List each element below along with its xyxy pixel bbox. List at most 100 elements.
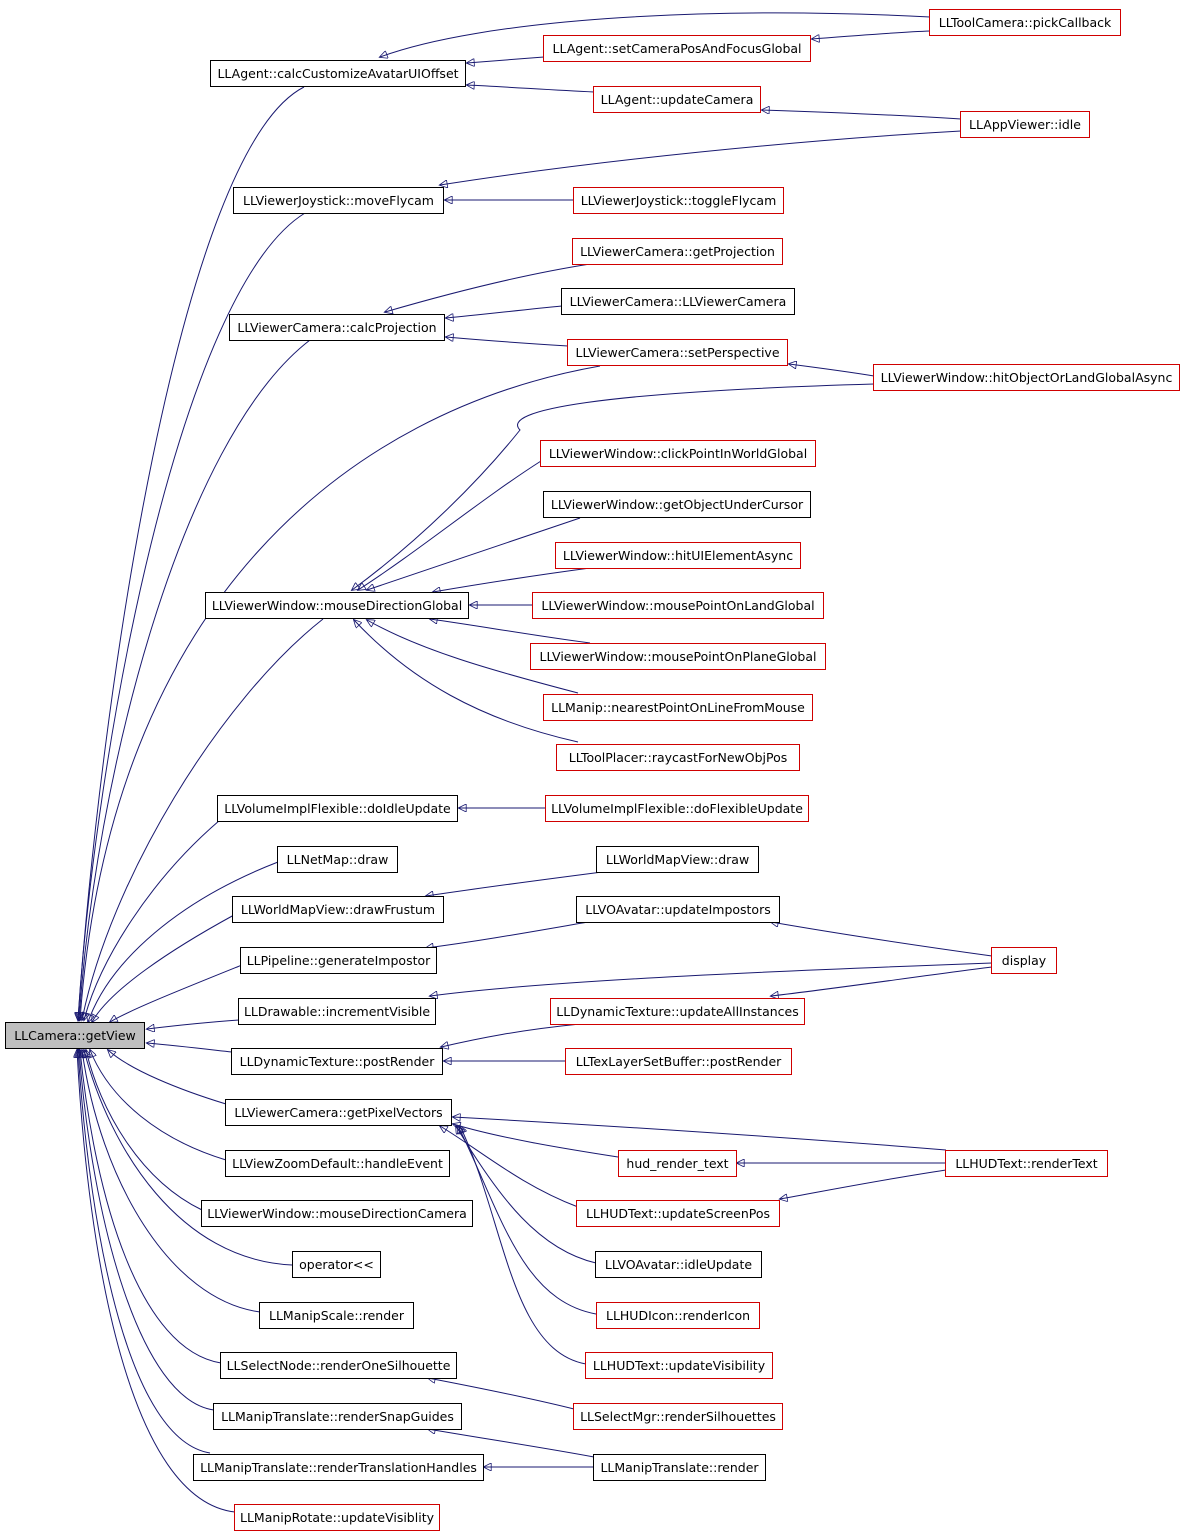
edge-toolcam-to-setcam — [812, 30, 931, 39]
edge-nearest-to-mousedir — [367, 620, 579, 694]
node-vwin-mouseplane[interactable]: LLViewerWindow::mousePointOnPlaneGlobal — [530, 643, 826, 670]
edge-plane-to-mousedir — [430, 619, 591, 644]
node-vcam-calcproj[interactable]: LLViewerCamera::calcProjection — [229, 314, 445, 341]
edge-hudvis-to-pixel — [460, 1126, 587, 1365]
node-texlayer-post[interactable]: LLTexLayerSetBuffer::postRender — [565, 1048, 792, 1075]
edge-agent-calc — [78, 86, 305, 1020]
edge-placer-to-mousedir — [354, 620, 579, 743]
node-hudicon-render[interactable]: LLHUDIcon::renderIcon — [596, 1302, 760, 1329]
node-hudtext-vis[interactable]: LLHUDText::updateVisibility — [585, 1352, 773, 1379]
node-hudtext-screenpos[interactable]: LLHUDText::updateScreenPos — [576, 1200, 780, 1227]
edge-joystick-move — [78, 212, 306, 1020]
node-vcam-getproj[interactable]: LLViewerCamera::getProjection — [572, 238, 783, 265]
node-joystick-move[interactable]: LLViewerJoystick::moveFlycam — [233, 187, 444, 214]
edge-voidle-to-pixel — [456, 1126, 597, 1264]
node-appviewer-idle[interactable]: LLAppViewer::idle — [960, 111, 1090, 138]
node-zoom-handle[interactable]: LLViewZoomDefault::handleEvent — [225, 1150, 450, 1177]
node-selectmgr[interactable]: LLSelectMgr::renderSilhouettes — [573, 1403, 783, 1430]
node-toolplacer[interactable]: LLToolPlacer::raycastForNewObjPos — [556, 744, 800, 771]
node-vol-idle[interactable]: LLVolumeImplFlexible::doIdleUpdate — [217, 795, 458, 822]
node-selectnode[interactable]: LLSelectNode::renderOneSilhouette — [220, 1352, 457, 1379]
node-vcam-ctor[interactable]: LLViewerCamera::LLViewerCamera — [561, 288, 795, 315]
node-llcamera-getview[interactable]: LLCamera::getView — [5, 1022, 145, 1049]
edge-drawable-inc — [147, 1019, 240, 1029]
edge-impostors-to-generate — [426, 921, 589, 948]
edge-worldmap-frustum — [92, 914, 235, 1022]
edge-vwin-mousedir — [82, 618, 324, 1020]
node-netmap-draw[interactable]: LLNetMap::draw — [277, 846, 398, 873]
edge-operator — [84, 1050, 293, 1266]
node-pipeline-impostor[interactable]: LLPipeline::generateImpostor — [240, 947, 437, 974]
edge-update-to-agentcalc — [467, 85, 595, 93]
edge-click-to-mousedir — [358, 460, 542, 590]
node-hudtext-render[interactable]: LLHUDText::renderText — [945, 1150, 1108, 1177]
node-agent-setcam[interactable]: LLAgent::setCameraPosAndFocusGlobal — [543, 35, 811, 62]
edge-vwin-mousecam — [86, 1050, 203, 1211]
node-vwin-hitobj[interactable]: LLViewerWindow::hitObjectOrLandGlobalAsy… — [873, 364, 1180, 391]
node-hud-render-text[interactable]: hud_render_text — [618, 1150, 737, 1177]
node-maniprot-vis[interactable]: LLManipRotate::updateVisiblity — [234, 1504, 440, 1531]
node-vwin-mousedir[interactable]: LLViewerWindow::mouseDirectionGlobal — [205, 592, 469, 619]
edge-toolcam-to-agentcalc — [380, 12, 931, 57]
node-vol-flex[interactable]: LLVolumeImplFlexible::doFlexibleUpdate — [545, 795, 809, 822]
edge-hitobj-to-mousedir — [352, 383, 875, 590]
edge-vol-idle — [84, 819, 221, 1020]
edge-getobj-to-mousedir — [367, 517, 581, 590]
node-vwin-mousecam[interactable]: LLViewerWindow::mouseDirectionCamera — [201, 1200, 473, 1227]
edge-maniptrans-handles — [78, 1050, 211, 1454]
node-agent-update[interactable]: LLAgent::updateCamera — [593, 86, 761, 113]
edge-selectnode — [80, 1050, 222, 1364]
node-drawable-inc[interactable]: LLDrawable::incrementVisible — [238, 998, 436, 1025]
edge-hudrender-to-pixel — [453, 1124, 619, 1158]
edge-selectmgr-to-selectnode — [428, 1378, 575, 1410]
edge-screenpos-to-pixel — [440, 1126, 579, 1208]
edge-updateall-to-post — [441, 1023, 581, 1047]
node-dyntex-updateall[interactable]: LLDynamicTexture::updateAllInstances — [550, 998, 805, 1025]
node-dyntex-post[interactable]: LLDynamicTexture::postRender — [231, 1048, 443, 1075]
edge-idle-to-update — [762, 110, 962, 120]
edge-getproj-to-calcproj — [385, 263, 591, 312]
edge-mtrender-to-snap — [428, 1429, 595, 1458]
node-worldmap-frustum[interactable]: LLWorldMapView::drawFrustum — [232, 896, 444, 923]
node-voavatar-impostors[interactable]: LLVOAvatar::updateImpostors — [576, 896, 780, 923]
edge-manipscale — [82, 1050, 261, 1313]
edge-display-to-drawable — [430, 962, 993, 996]
edge-hitobj-to-setpersp — [789, 364, 875, 377]
node-joystick-toggle[interactable]: LLViewerJoystick::toggleFlycam — [573, 187, 784, 214]
node-maniptrans-snap[interactable]: LLManipTranslate::renderSnapGuides — [213, 1403, 462, 1430]
edge-vcam-calcproj — [79, 339, 311, 1020]
node-maniptrans-handles[interactable]: LLManipTranslate::renderTranslationHandl… — [193, 1454, 484, 1481]
node-vwin-hitui[interactable]: LLViewerWindow::hitUIElementAsync — [555, 542, 801, 569]
node-toolcam-pick[interactable]: LLToolCamera::pickCallback — [929, 9, 1121, 36]
node-operator[interactable]: operator<< — [292, 1251, 381, 1278]
node-manipscale-render[interactable]: LLManipScale::render — [259, 1302, 414, 1329]
node-worldmap-draw[interactable]: LLWorldMapView::draw — [596, 846, 759, 873]
edge-display-to-updateall — [771, 966, 993, 996]
node-maniptrans-render[interactable]: LLManipTranslate::render — [593, 1454, 766, 1481]
edge-wmdraw-to-frustum — [426, 870, 611, 896]
edge-vcam-pixel — [108, 1050, 227, 1105]
edge-hitui-to-mousedir — [433, 567, 591, 592]
edge-netmap — [88, 861, 279, 1022]
node-voavatar-idle[interactable]: LLVOAvatar::idleUpdate — [595, 1251, 762, 1278]
node-vwin-getobj[interactable]: LLViewerWindow::getObjectUnderCursor — [543, 491, 811, 518]
node-vcam-setpersp[interactable]: LLViewerCamera::setPerspective — [567, 339, 788, 366]
edge-pipeline-impostor — [110, 964, 243, 1022]
edge-rendertext-to-pixel — [453, 1117, 947, 1151]
edge-maniptrans-snap — [79, 1050, 215, 1411]
edge-rendertext-to-screenpos — [780, 1169, 947, 1199]
edge-display-to-impostors — [771, 922, 993, 957]
edge-dyntex-post — [147, 1043, 233, 1053]
node-display[interactable]: display — [991, 947, 1057, 974]
node-vwin-mouseland[interactable]: LLViewerWindow::mousePointOnLandGlobal — [532, 592, 824, 619]
edge-zoom — [90, 1050, 227, 1161]
node-agent-calc[interactable]: LLAgent::calcCustomizeAvatarUIOffset — [210, 60, 466, 87]
node-vwin-click[interactable]: LLViewerWindow::clickPointInWorldGlobal — [540, 440, 816, 467]
edge-idle-to-joystick — [440, 130, 962, 185]
node-manip-nearest[interactable]: LLManip::nearestPointOnLineFromMouse — [543, 694, 813, 721]
edge-setcam-to-agentcalc — [467, 56, 545, 63]
node-vcam-pixel[interactable]: LLViewerCamera::getPixelVectors — [225, 1099, 452, 1126]
edge-vcam-setpersp — [80, 365, 601, 1020]
